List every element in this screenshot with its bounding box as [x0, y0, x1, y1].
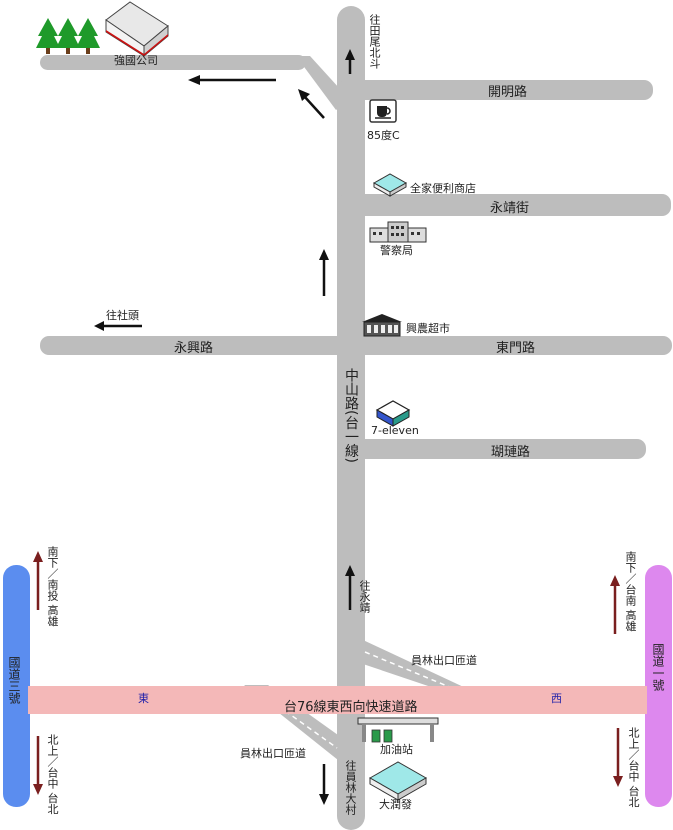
arrow-diagonal-icon — [298, 89, 325, 119]
expressway-east-label: 東 — [138, 692, 149, 705]
ramp-upper — [363, 640, 470, 690]
expressway-label: 台76線東西向快速道路 — [284, 700, 418, 715]
arrow-left-icon — [94, 321, 142, 331]
arrow-down-icon — [33, 736, 43, 795]
cafe-85c-label: 85度C — [367, 129, 400, 142]
yongxing-road-label: 永興路 — [174, 341, 214, 356]
yongjing-street — [337, 194, 671, 216]
tree-icon — [56, 18, 80, 54]
freeway-1-north-label: 北上／台中 台北 — [627, 727, 640, 808]
arrow-up-icon — [33, 551, 43, 610]
arrow-up-icon — [319, 249, 329, 296]
police-label: 警察局 — [380, 244, 413, 257]
ramp-label-upper: 員林出口匝道 — [411, 654, 477, 667]
coffee-cup-icon — [369, 99, 397, 123]
zhongshan-road-label: 中山路(台一線) — [343, 368, 359, 463]
company-building-icon — [105, 1, 169, 58]
familymart-label: 全家便利商店 — [410, 182, 476, 195]
yongxing-dongmen-road — [40, 336, 672, 355]
freeway-3-south-label: 南下／南投 高雄 — [46, 546, 59, 627]
gas-station-icon — [357, 717, 439, 743]
hulian-road-label: 瑚璉路 — [491, 445, 531, 460]
yongjing-street-label: 永靖街 — [490, 201, 530, 216]
darunfa-label: 大潤發 — [379, 798, 412, 811]
freeway-1-label: 國道一號 — [651, 643, 665, 691]
hypermarket-icon — [368, 761, 428, 801]
convenience-store-icon — [375, 400, 411, 427]
freeway-3-label: 國道三號 — [7, 656, 21, 704]
arrow-up-icon — [345, 49, 355, 74]
police-station-icon — [369, 221, 427, 243]
supermarket-icon — [362, 314, 402, 337]
seveneleven-label: 7-eleven — [371, 424, 419, 437]
kaiming-road-label: 開明路 — [488, 85, 528, 100]
freeway-1-bar — [645, 565, 672, 807]
convenience-store-icon — [372, 173, 408, 197]
freeway-3-north-label: 北上／台中 台北 — [46, 734, 59, 815]
company-road — [40, 55, 306, 70]
tree-icon — [36, 18, 60, 54]
arrow-down-icon — [613, 728, 623, 787]
expressway-west-label: 西 — [551, 692, 562, 705]
expressway-band — [28, 686, 647, 714]
kaiming-road — [337, 80, 653, 100]
diagonal-connector — [296, 56, 350, 110]
arrow-left-icon — [188, 75, 276, 85]
direction-to-tianwei-beidou: 往田尾北斗 — [368, 14, 381, 69]
direction-to-yongjing: 往永靖 — [358, 580, 371, 613]
freeway-1-south-label: 南下／台南 高雄 — [624, 551, 637, 632]
company-label: 強國公司 — [114, 54, 158, 67]
direction-to-yuanlin-dacun: 往員林大村 — [344, 760, 357, 815]
ramp-label-lower: 員林出口匝道 — [240, 747, 306, 760]
dongmen-road-label: 東門路 — [496, 341, 536, 356]
freeway-3-bar — [3, 565, 30, 807]
gas-station-label: 加油站 — [380, 743, 413, 756]
xingnong-label: 興農超市 — [406, 322, 450, 335]
direction-to-shetou: 往社頭 — [106, 309, 139, 322]
arrow-up-icon — [610, 575, 620, 634]
tree-icon — [76, 18, 100, 54]
arrow-down-icon — [319, 764, 329, 805]
hulian-road — [337, 439, 646, 459]
arrow-up-icon — [345, 565, 355, 610]
